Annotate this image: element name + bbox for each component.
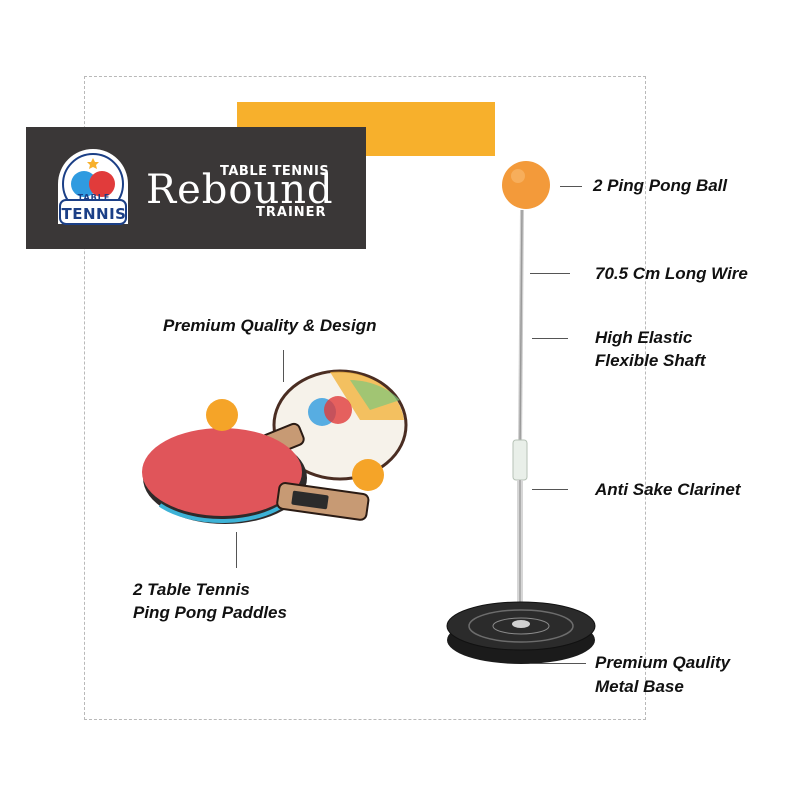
feature-base-label-line1: Premium Qaulity: [595, 653, 731, 672]
leader-line-ball: [560, 186, 582, 187]
leader-line-shaft: [532, 338, 568, 339]
brand-title-bottom: TRAINER: [256, 205, 327, 220]
leader-line-quality: [283, 350, 284, 382]
leader-line-base: [530, 663, 586, 664]
leader-line-wire: [530, 273, 570, 274]
feature-wire-label: 70.5 Cm Long Wire: [595, 264, 748, 283]
ping-pong-ball-icon: [206, 399, 238, 431]
brand-title-main: Rebound: [146, 167, 334, 213]
feature-shaft-label-line2: Flexible Shaft: [595, 351, 706, 370]
feature-base-label-line2: Metal Base: [595, 677, 684, 696]
ping-pong-ball-icon: [352, 459, 384, 491]
feature-ball-label: 2 Ping Pong Ball: [593, 176, 728, 195]
feature-quality-label: Premium Quality & Design: [163, 316, 377, 335]
feature-clarinet-label: Anti Sake Clarinet: [595, 480, 741, 499]
leader-line-paddles: [236, 532, 237, 568]
brand-title-top: TABLE TENNIS: [220, 164, 330, 179]
feature-paddles-label-line2: Ping Pong Paddles: [133, 603, 287, 622]
leader-line-clarinet: [532, 489, 568, 490]
dashed-frame: [84, 76, 646, 720]
feature-paddles-label-line1: 2 Table Tennis: [133, 580, 250, 599]
ping-pong-ball-icon: [502, 161, 550, 209]
clarinet-joint: [512, 439, 528, 481]
tennis-logo-icon: [58, 149, 128, 225]
logo-text: TENNIS: [61, 205, 127, 223]
paddle-icon: [142, 428, 370, 524]
feature-shaft-label-line1: High Elastic: [595, 328, 693, 347]
logo-small-text: TABLE: [77, 193, 111, 202]
